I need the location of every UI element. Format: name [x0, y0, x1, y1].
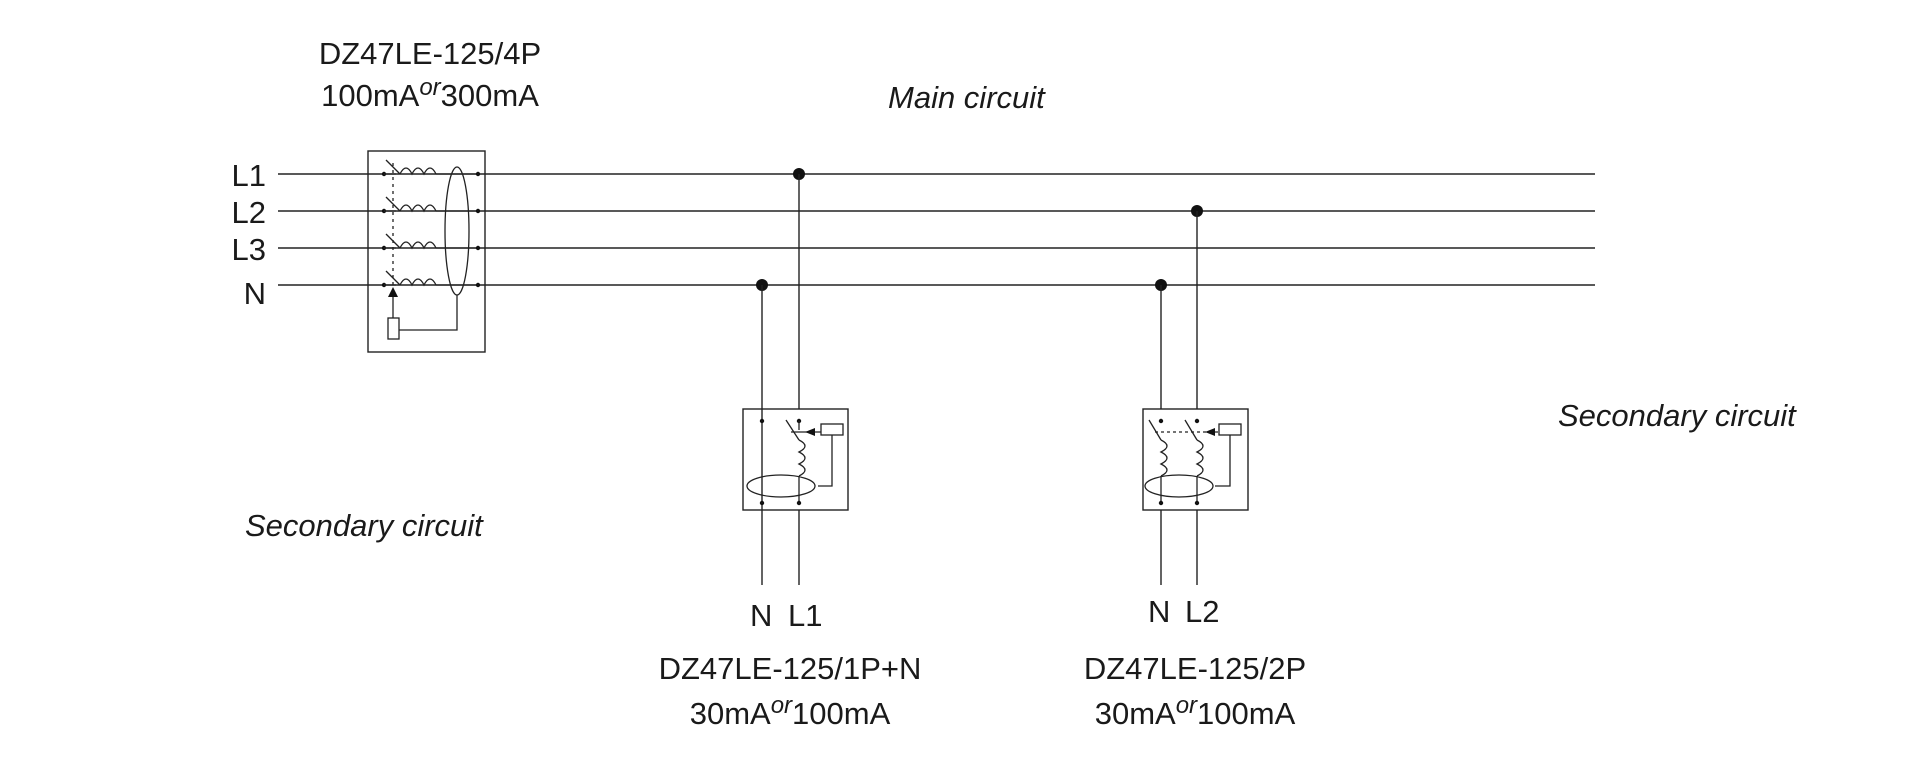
breaker-1p-n-rating-b: 100mA	[792, 696, 891, 731]
secondary-circuit-label-right: Secondary circuit	[1558, 398, 1796, 433]
line-label-l1: L1	[231, 158, 266, 193]
main-breaker-model: DZ47LE-125/4P	[318, 36, 542, 71]
breaker-2p-rating: 30mAor100mA	[1045, 694, 1345, 731]
breaker-2p-rating-or: or	[1175, 692, 1198, 719]
breaker-1p-n-rating: 30mAor100mA	[640, 694, 940, 731]
breaker-2p-rating-a: 30mA	[1094, 696, 1176, 731]
breaker-1p-n-rating-a: 30mA	[689, 696, 771, 731]
main-breaker-box	[367, 150, 486, 353]
breaker-2p-rating-b: 100mA	[1197, 696, 1296, 731]
breaker-1p-n-symbol	[742, 408, 849, 511]
main-breaker-rating-or: or	[419, 74, 441, 101]
line-label-l3: L3	[231, 232, 266, 267]
breaker-1p-n-rating-or: or	[770, 692, 793, 719]
secondary-circuit-label-left: Secondary circuit	[245, 508, 483, 543]
breaker-2p-terminal-n: N	[1148, 594, 1171, 629]
main-breaker-poles	[381, 159, 481, 288]
main-breaker-trip-coil	[387, 317, 400, 340]
breaker-1p-n-terminal-l: L1	[788, 598, 823, 633]
line-label-l2: L2	[231, 195, 266, 230]
breaker-2p-terminal-l: L2	[1185, 594, 1220, 629]
bus-lines	[278, 173, 1595, 286]
breaker-2p-symbol	[1142, 408, 1249, 511]
main-breaker-ct-ellipse	[444, 166, 470, 296]
main-circuit-label: Main circuit	[888, 80, 1045, 115]
main-breaker-rating-b: 300mA	[440, 78, 539, 113]
breaker-1p-n-terminal-n: N	[750, 598, 773, 633]
main-breaker-symbol	[367, 150, 486, 353]
breaker-1p-n-model: DZ47LE-125/1P+N	[658, 651, 922, 686]
line-label-n: N	[243, 276, 266, 311]
breaker-2p-model: DZ47LE-125/2P	[1083, 651, 1307, 686]
main-breaker-rating: 100mAor300mA	[290, 76, 570, 113]
main-breaker-rating-a: 100mA	[321, 78, 420, 113]
